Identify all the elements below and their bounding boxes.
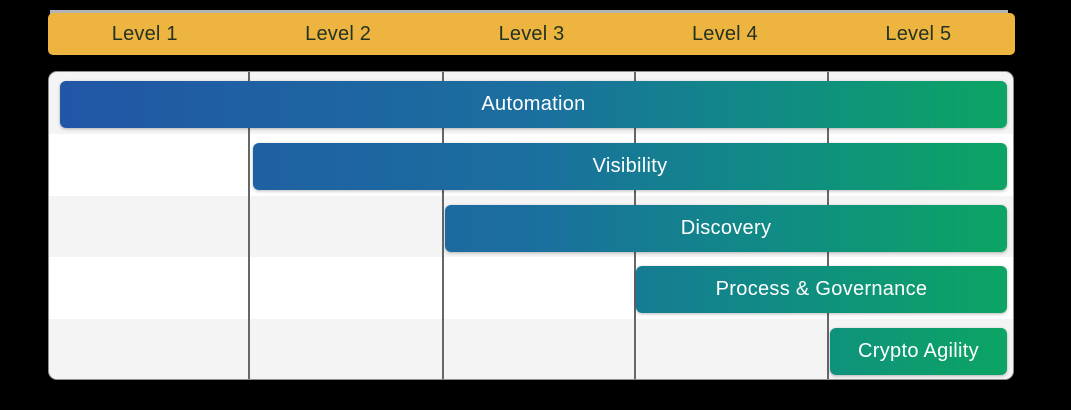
bar-process-governance: Process & Governance — [636, 266, 1007, 313]
column-gridline-2 — [442, 72, 444, 379]
bar-discovery-label: Discovery — [680, 217, 772, 239]
level-5-label: Level 5 — [885, 22, 952, 45]
bar-crypto-agility: Crypto Agility — [830, 328, 1007, 375]
level-header-bar: Level 1 Level 2 Level 3 Level 4 Level 5 — [48, 13, 1015, 55]
bar-process-governance-label: Process & Governance — [715, 278, 928, 300]
top-gray-strip — [50, 10, 1008, 14]
bar-visibility-label: Visibility — [592, 155, 668, 177]
bar-discovery: Discovery — [445, 205, 1007, 252]
bar-automation-label: Automation — [481, 93, 586, 115]
level-1-label: Level 1 — [111, 22, 178, 45]
maturity-grid-panel: Automation Visibility Discovery Process … — [48, 71, 1014, 380]
bar-automation: Automation — [60, 81, 1007, 128]
column-gridline-1 — [248, 72, 250, 379]
bar-visibility: Visibility — [253, 143, 1007, 190]
level-2-label: Level 2 — [305, 22, 372, 45]
level-3-label: Level 3 — [498, 22, 565, 45]
level-4-label: Level 4 — [691, 22, 758, 45]
bar-crypto-agility-label: Crypto Agility — [858, 340, 979, 362]
